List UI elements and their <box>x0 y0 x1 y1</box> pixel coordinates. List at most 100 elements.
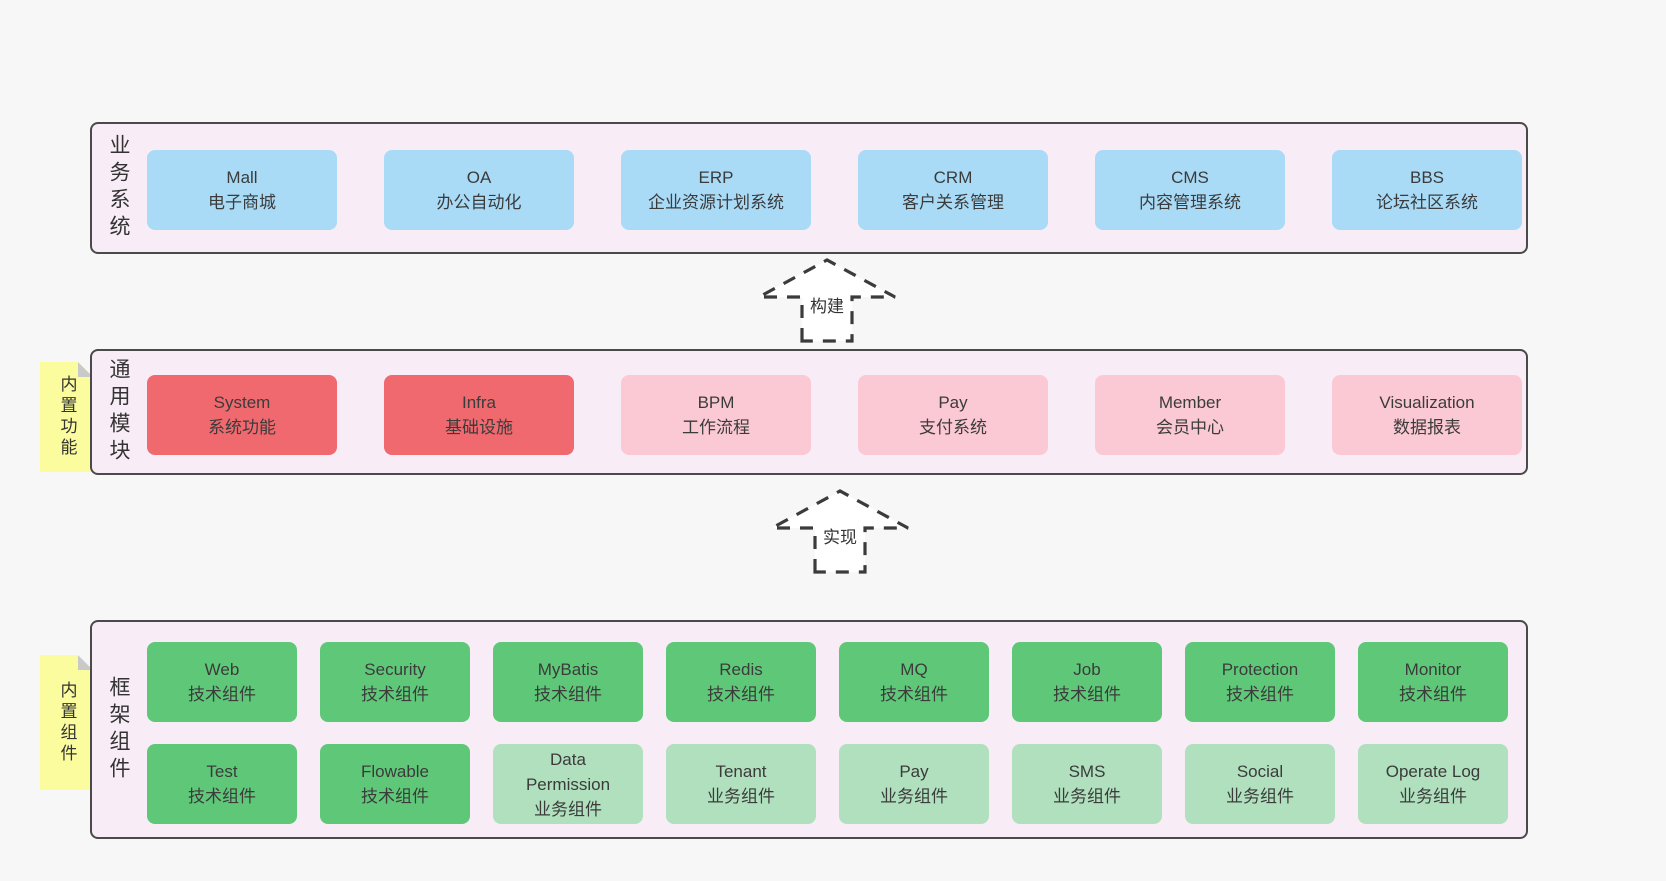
box-title: BBS <box>1409 168 1445 187</box>
box-subtitle: 技术组件 <box>1053 685 1121 704</box>
box-title: Protection <box>1221 660 1299 679</box>
box-redis: Redis 技术组件 <box>666 642 816 722</box>
box-subtitle: 工作流程 <box>682 418 750 437</box>
box-flowable: Flowable 技术组件 <box>320 744 470 824</box>
box-subtitle: 办公自动化 <box>436 193 522 212</box>
box-title: Infra <box>461 393 497 412</box>
arrow-up-implement: 实现 <box>768 487 912 575</box>
box-social: Social 业务组件 <box>1185 744 1335 824</box>
box-subtitle: 系统功能 <box>208 418 276 437</box>
sticky-note-label: 内置组件 <box>57 680 77 765</box>
box-sms: SMS 业务组件 <box>1012 744 1162 824</box>
box-subtitle: 业务组件 <box>534 799 602 819</box>
components-row-2: Test 技术组件 Flowable 技术组件 Data Permission … <box>147 744 1508 824</box>
box-subtitle: 业务组件 <box>1399 787 1467 806</box>
box-subtitle: 支付系统 <box>919 418 987 437</box>
section-business-systems: 业务系统 Mall 电子商城 OA 办公自动化 ERP 企业资源计划系统 CRM… <box>90 122 1528 254</box>
box-cms: CMS 内容管理系统 <box>1095 150 1285 230</box>
box-system: System 系统功能 <box>147 375 337 455</box>
box-erp: ERP 企业资源计划系统 <box>621 150 811 230</box>
box-title: System <box>213 393 271 412</box>
box-title: BPM <box>697 393 735 412</box>
box-security: Security 技术组件 <box>320 642 470 722</box>
box-title: Social <box>1236 762 1284 781</box>
business-boxes-row: Mall 电子商城 OA 办公自动化 ERP 企业资源计划系统 CRM 客户关系… <box>147 150 1522 230</box>
box-subtitle: 业务组件 <box>1226 787 1294 806</box>
box-subtitle: 技术组件 <box>188 787 256 806</box>
box-subtitle: 会员中心 <box>1156 418 1224 437</box>
box-pay-component: Pay 业务组件 <box>839 744 989 824</box>
box-title: CMS <box>1171 168 1209 187</box>
box-title: Redis <box>719 660 763 679</box>
arrow-label: 实现 <box>820 523 860 548</box>
section-label: 业务系统 <box>107 134 130 242</box>
box-subtitle: 基础设施 <box>445 418 513 437</box>
box-subtitle: 技术组件 <box>880 685 948 704</box>
box-title: Flowable <box>360 762 430 781</box>
box-bpm: BPM 工作流程 <box>621 375 811 455</box>
box-pay-module: Pay 支付系统 <box>858 375 1048 455</box>
box-title: Security <box>364 660 426 679</box>
box-subtitle: 技术组件 <box>1399 685 1467 704</box>
box-subtitle: 企业资源计划系统 <box>648 193 784 212</box>
section-label: 通用模块 <box>107 358 130 466</box>
box-crm: CRM 客户关系管理 <box>858 150 1048 230</box>
arrow-up-build: 构建 <box>755 256 899 344</box>
box-subtitle: 技术组件 <box>534 685 602 704</box>
box-subtitle: 技术组件 <box>361 787 429 806</box>
box-mybatis: MyBatis 技术组件 <box>493 642 643 722</box>
box-monitor: Monitor 技术组件 <box>1358 642 1508 722</box>
box-title: Visualization <box>1379 393 1475 412</box>
box-subtitle: 业务组件 <box>1053 787 1121 806</box>
components-row-1: Web 技术组件 Security 技术组件 MyBatis 技术组件 Redi… <box>147 642 1508 722</box>
box-title: MyBatis <box>537 660 599 679</box>
box-protection: Protection 技术组件 <box>1185 642 1335 722</box>
section-label: 框架组件 <box>107 675 130 784</box>
box-bbs: BBS 论坛社区系统 <box>1332 150 1522 230</box>
box-title: Test <box>206 762 238 781</box>
box-web: Web 技术组件 <box>147 642 297 722</box>
box-subtitle: 技术组件 <box>188 685 256 704</box>
box-subtitle: 客户关系管理 <box>902 193 1004 212</box>
box-job: Job 技术组件 <box>1012 642 1162 722</box>
box-data-permission: Data Permission 业务组件 <box>493 744 643 824</box>
sticky-note-built-in-features: 内置功能 <box>40 362 93 472</box>
box-subtitle: 论坛社区系统 <box>1376 193 1478 212</box>
sticky-note-label: 内置功能 <box>57 375 77 459</box>
sticky-note-built-in-components: 内置组件 <box>40 655 93 790</box>
box-title: Mall <box>226 168 258 187</box>
section-common-modules: 通用模块 System 系统功能 Infra 基础设施 BPM 工作流程 Pay… <box>90 349 1528 475</box>
box-title: MQ <box>900 660 928 679</box>
box-operate-log: Operate Log 业务组件 <box>1358 744 1508 824</box>
box-title: OA <box>466 168 492 187</box>
box-oa: OA 办公自动化 <box>384 150 574 230</box>
box-title: ERP <box>698 168 734 187</box>
box-visualization: Visualization 数据报表 <box>1332 375 1522 455</box>
box-subtitle: 业务组件 <box>707 787 775 806</box>
box-mq: MQ 技术组件 <box>839 642 989 722</box>
box-title: Job <box>1073 660 1101 679</box>
box-subtitle: 电子商城 <box>208 193 276 212</box>
box-title: CRM <box>933 168 973 187</box>
box-title: SMS <box>1068 762 1106 781</box>
box-mall: Mall 电子商城 <box>147 150 337 230</box>
box-member: Member 会员中心 <box>1095 375 1285 455</box>
box-title: Pay <box>938 393 968 412</box>
box-subtitle: 技术组件 <box>361 685 429 704</box>
box-tenant: Tenant 业务组件 <box>666 744 816 824</box>
box-title: Operate Log <box>1385 762 1481 781</box>
box-title: Web <box>204 660 240 679</box>
module-boxes-row: System 系统功能 Infra 基础设施 BPM 工作流程 Pay 支付系统… <box>147 375 1522 455</box>
box-title: Monitor <box>1404 660 1462 679</box>
box-title: Data Permission <box>525 749 611 794</box>
arrow-label: 构建 <box>807 292 847 317</box>
box-test: Test 技术组件 <box>147 744 297 824</box>
box-title: Member <box>1158 393 1222 412</box>
box-title: Pay <box>899 762 929 781</box>
box-subtitle: 内容管理系统 <box>1139 193 1241 212</box>
box-subtitle: 业务组件 <box>880 787 948 806</box>
box-title: Tenant <box>715 762 767 781</box>
section-framework-components: 框架组件 Web 技术组件 Security 技术组件 MyBatis 技术组件… <box>90 620 1528 839</box>
box-infra: Infra 基础设施 <box>384 375 574 455</box>
box-subtitle: 数据报表 <box>1393 418 1461 437</box>
